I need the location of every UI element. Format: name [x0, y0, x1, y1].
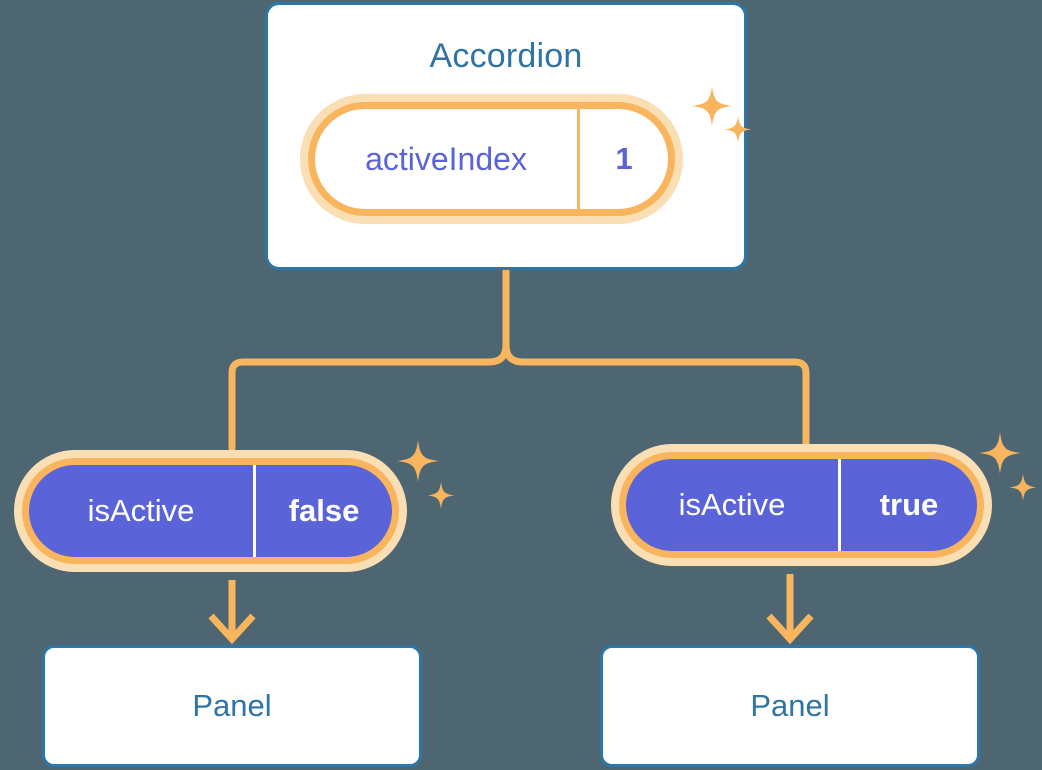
- right-state-pill[interactable]: isActive true: [619, 452, 984, 558]
- connector-right-branch: [502, 266, 810, 464]
- arrow-down-icon-left: [208, 580, 256, 645]
- right-panel-box[interactable]: Panel: [600, 645, 980, 767]
- pill-divider: [838, 459, 841, 551]
- root-state-key: activeIndex: [365, 140, 527, 177]
- left-panel-label: Panel: [192, 688, 272, 723]
- sparkles-icon: [397, 440, 455, 509]
- pill-divider: [253, 465, 256, 557]
- root-state-pill[interactable]: activeIndex 1: [308, 102, 675, 216]
- left-state-value: false: [288, 493, 360, 528]
- connector-left-branch: [228, 266, 510, 469]
- sparkles-icon: [979, 432, 1037, 501]
- arrow-down-icon-right: [766, 574, 814, 645]
- root-state-value: 1: [615, 141, 633, 176]
- right-state-value: true: [879, 487, 939, 522]
- left-state-pill[interactable]: isActive false: [22, 458, 399, 564]
- right-panel-label: Panel: [750, 688, 830, 723]
- left-panel-box[interactable]: Panel: [42, 645, 422, 767]
- right-state-key: isActive: [678, 487, 786, 522]
- left-state-key: isActive: [87, 493, 195, 528]
- accordion-card-title: Accordion: [429, 37, 583, 75]
- pill-divider: [577, 109, 580, 209]
